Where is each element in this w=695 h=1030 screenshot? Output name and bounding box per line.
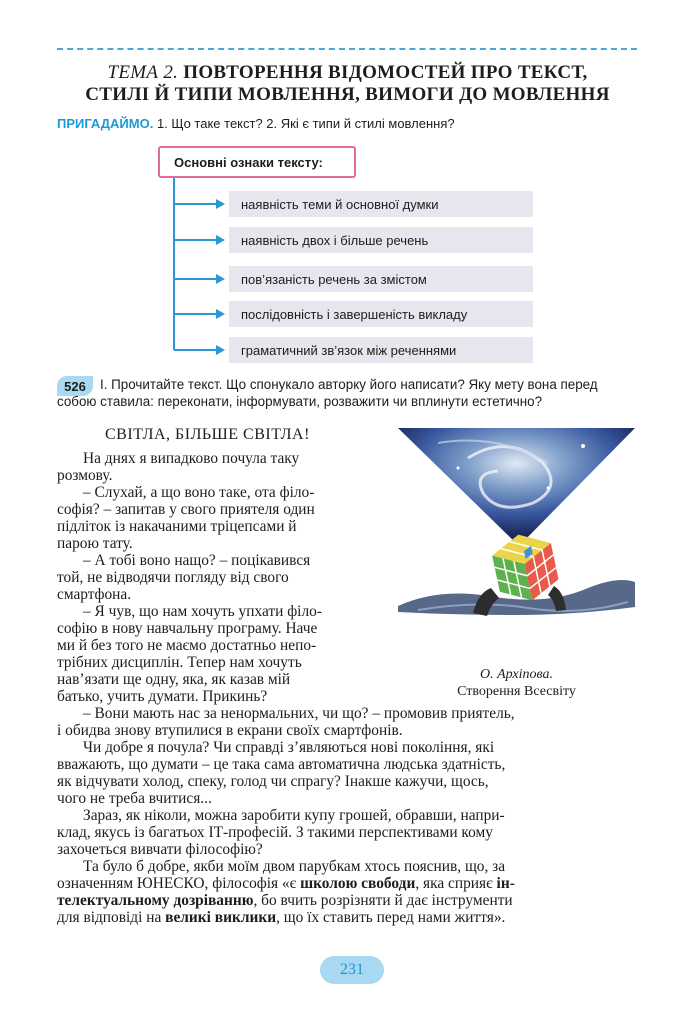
arrow-right-icon	[216, 274, 225, 284]
essay-line: розмову.	[57, 467, 113, 484]
text-run: , бо вчить розрізняти й дає інструменти	[253, 892, 513, 909]
arrow-right-icon	[216, 199, 225, 209]
arrow-right-icon	[216, 309, 225, 319]
exercise-line-1: І. Прочитайте текст. Що спонукало авторк…	[100, 377, 598, 392]
essay-line: вважають, що думати – це така сама автом…	[57, 756, 506, 773]
essay-full-width-text: – Вони мають нас за ненормальних, чи що?…	[57, 705, 637, 926]
recall-label: ПРИГАДАЙМО.	[57, 116, 154, 131]
top-dashed-divider	[57, 48, 637, 50]
text-feature-item: граматичний зв’язок між реченнями	[229, 337, 533, 363]
essay-line: телектуальному дозріванню, бо вчить розр…	[57, 892, 637, 909]
connector-line	[174, 349, 218, 351]
exercise-number-badge: 526	[57, 376, 93, 396]
essay-line: клад, якусь із багатьох ІТ-професій. З т…	[57, 824, 493, 841]
text-feature-item: пов’язаність речень за змістом	[229, 266, 533, 292]
hand-right	[548, 586, 566, 611]
essay-line: трібних дисциплін. Тепер нам хочуть	[57, 654, 302, 671]
page-title-line-2: СТИЛІ Й ТИПИ МОВЛЕННЯ, ВИМОГИ ДО МОВЛЕНН…	[85, 84, 610, 105]
essay-line: – Я чув, що нам хочуть упхати філо-	[83, 603, 322, 620]
text-feature-item: наявність двох і більше речень	[229, 227, 533, 253]
arrow-right-icon	[216, 345, 225, 355]
connector-line	[174, 278, 218, 280]
essay-line: нав’язати ще одну, яка, як казав мій	[57, 671, 291, 688]
essay-line: – А тобі воно нащо? – поцікавився	[83, 552, 311, 569]
essay-title: СВІТЛА, БІЛЬШЕ СВІТЛА!	[105, 426, 310, 443]
essay-line: батько, учить думати. Прикинь?	[57, 688, 268, 705]
essay-line: парою тату.	[57, 535, 133, 552]
recall-text: 1. Що таке текст? 2. Які є типи й стилі …	[153, 116, 455, 131]
recall-question: ПРИГАДАЙМО. 1. Що таке текст? 2. Які є т…	[57, 116, 455, 131]
illustration-creation-of-universe	[398, 428, 635, 616]
connector-line	[174, 203, 218, 205]
essay-line: той, не відводячи погляду від свого	[57, 569, 289, 586]
text-run: означенням ЮНЕСКО, філософія «є	[57, 875, 301, 892]
text-feature-item: послідовність і завершеність викладу	[229, 301, 533, 327]
connector-line	[174, 313, 218, 315]
essay-column-text: На днях я випадково почула таку розмову.…	[57, 450, 387, 705]
essay-line: підліток із накачаними тріцепсами й	[57, 518, 297, 535]
essay-line: Чи добре я почула? Чи справді з’являютьс…	[83, 739, 495, 756]
essay-line: – Вони мають нас за ненормальних, чи що?…	[83, 705, 515, 722]
essay-line: чого не треба вчитися...	[57, 790, 212, 807]
essay-line: Зараз, як ніколи, можна заробити купу гр…	[83, 807, 505, 824]
topic-prefix: ТЕМА 2.	[107, 62, 179, 83]
exercise-instructions: І. Прочитайте текст. Що спонукало авторк…	[57, 376, 640, 410]
connector-line	[174, 239, 218, 241]
title-text-1: ПОВТОРЕННЯ ВІДОМОСТЕЙ ПРО ТЕКСТ,	[183, 62, 588, 83]
caption-title: Створення Всесвіту	[457, 684, 576, 699]
essay-line: означенням ЮНЕСКО, філософія «є школою с…	[57, 875, 637, 892]
bold-term: школою свободи	[300, 875, 416, 892]
galaxy-triangle	[398, 428, 635, 546]
essay-line: софію в нову навчальну програму. Наче	[57, 620, 318, 637]
bold-term: телектуальному дозріванню	[57, 892, 254, 909]
exercise-line-2: собою ставила: переконати, інформувати, …	[57, 394, 543, 409]
essay-line: смартфона.	[57, 586, 132, 603]
essay-line: і обидва знову втупилися в екрани своїх …	[57, 722, 403, 739]
essay-line: ми й без того не маємо достатньо непо-	[57, 637, 317, 654]
essay-line: На днях я випадково почула таку	[83, 450, 300, 467]
essay-line: Та було б добре, якби моїм двом парубкам…	[83, 858, 506, 875]
bold-term: великі виклики	[165, 909, 277, 926]
essay-line: для відповіді на великі виклики, що їх с…	[57, 909, 637, 926]
hand-left	[473, 588, 499, 616]
rubiks-cube-icon	[492, 534, 559, 601]
text-feature-item: наявність теми й основної думки	[229, 191, 533, 217]
text-run: для відповіді на	[57, 909, 166, 926]
page-title-line-1: ТЕМА 2. ПОВТОРЕННЯ ВІДОМОСТЕЙ ПРО ТЕКСТ,	[40, 62, 655, 84]
essay-line: – Слухай, а що воно таке, ота філо-	[83, 484, 315, 501]
scheme-title-box: Основні ознаки тексту:	[158, 146, 356, 178]
illustration-caption: О. Архіпова. Створення Всесвіту	[398, 666, 635, 700]
essay-line: захочеться вивчати філософію?	[57, 841, 263, 858]
caption-author: О. Архіпова.	[480, 667, 553, 682]
essay-line: софія? – запитав у свого приятеля один	[57, 501, 315, 518]
arrow-right-icon	[216, 235, 225, 245]
text-run: , що їх ставить перед нами життя».	[276, 909, 506, 926]
scheme-vertical-connector	[173, 178, 175, 350]
text-run: , яка сприяє	[415, 875, 497, 892]
bold-term: ін-	[496, 875, 515, 892]
essay-line: як відчувати холод, спеку, голод чи спра…	[57, 773, 489, 790]
page-number: 231	[320, 956, 384, 984]
